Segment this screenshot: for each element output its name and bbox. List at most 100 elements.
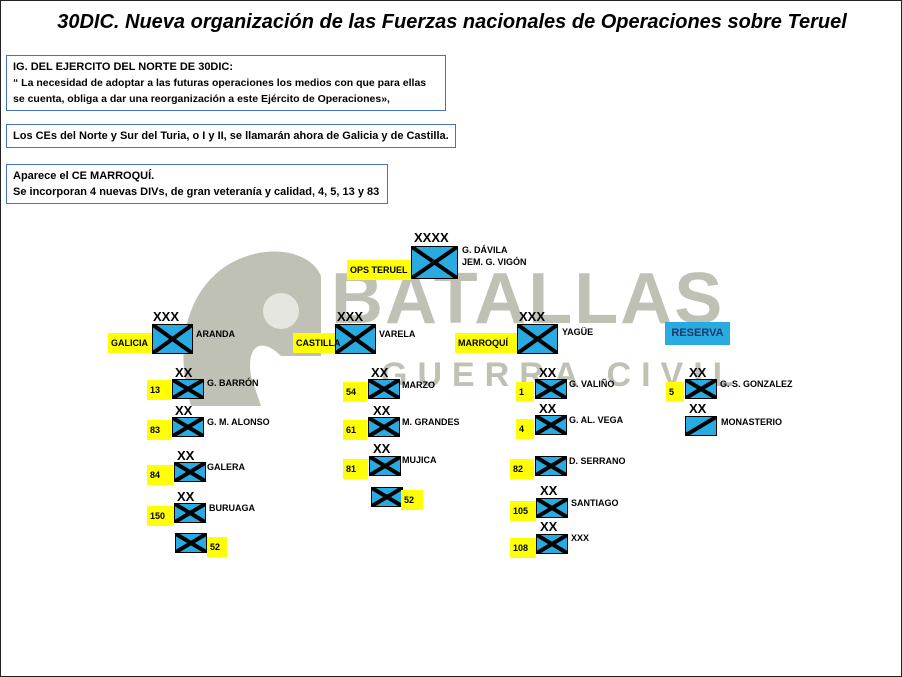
division-number: 52 [401, 490, 423, 510]
echelon-division-marker: XX [373, 403, 391, 418]
echelon-corps-marker: XXX [153, 309, 180, 324]
echelon-division-marker: XX [539, 365, 557, 380]
infantry-cross-icon [336, 325, 375, 353]
infantry-cross-icon [370, 457, 400, 475]
infantry-cross-icon [686, 380, 716, 398]
division-unit-symbol [371, 487, 403, 507]
infantry-cross-icon [175, 504, 205, 522]
textbox-line: Aparece el CE MARROQUÍ. [13, 170, 155, 182]
division-number: 150 [147, 506, 174, 526]
infantry-cross-icon [372, 488, 402, 506]
division-commander: BURUAGA [209, 503, 255, 513]
corps-galicia-tag: GALICIA [108, 333, 152, 353]
infantry-cross-icon [173, 380, 203, 398]
division-unit-symbol [368, 379, 400, 399]
division-number: 82 [510, 459, 534, 479]
echelon-division-marker: XX [689, 365, 707, 380]
textbox-line: “ La necesidad de adoptar a las futuras … [13, 77, 427, 89]
infantry-cross-icon [173, 418, 203, 436]
division-commander: MUJICA [402, 455, 437, 465]
division-commander: M. GRANDES [402, 417, 460, 427]
infantry-cross-icon [536, 416, 566, 434]
division-unit-symbol [536, 534, 568, 554]
division-commander: G. VALIÑO [569, 379, 615, 389]
division-unit-symbol [172, 379, 204, 399]
infantry-cross-icon [536, 457, 566, 475]
infantry-cross-icon [369, 418, 399, 436]
corps-castilla-unit-symbol [335, 324, 376, 354]
division-unit-symbol [174, 462, 206, 482]
division-commander: GALERA [207, 462, 245, 472]
textbox-ces-renamed: Los CEs del Norte y Sur del Turia, o I y… [6, 124, 456, 148]
page-title: 30DIC. Nueva organización de las Fuerzas… [57, 11, 847, 33]
division-number: 83 [147, 420, 171, 440]
infantry-cross-icon [412, 247, 457, 278]
echelon-division-marker: XX [177, 448, 195, 463]
echelon-division-marker: XX [371, 365, 389, 380]
division-unit-symbol-monasterio [685, 416, 717, 436]
textbox-line: Los CEs del Norte y Sur del Turia, o I y… [13, 130, 449, 142]
division-number: 54 [343, 382, 367, 402]
cavalry-slash-icon [686, 417, 716, 435]
textbox-line: Se incorporan 4 nuevas DIVs, de gran vet… [13, 186, 380, 198]
echelon-division-marker: XX [540, 483, 558, 498]
division-commander: G. M. ALONSO [207, 417, 270, 427]
division-unit-symbol [174, 503, 206, 523]
textbox-line: se cuenta, obliga a dar una reorganizaci… [13, 93, 390, 105]
infantry-cross-icon [176, 534, 206, 552]
infantry-cross-icon [537, 535, 567, 553]
division-unit-symbol [172, 417, 204, 437]
division-number: 13 [147, 380, 171, 400]
division-unit-symbol [535, 415, 567, 435]
infantry-cross-icon [518, 325, 557, 353]
division-commander: G. S. GONZALEZ [720, 379, 793, 389]
division-unit-symbol [536, 498, 568, 518]
textbox-line: IG. DEL EJERCITO DEL NORTE DE 30DIC: [13, 61, 234, 73]
echelon-division-marker: XX [373, 441, 391, 456]
division-unit-symbol [535, 456, 567, 476]
division-number: 61 [343, 420, 367, 440]
division-number: 105 [510, 501, 536, 521]
division-unit-symbol [175, 533, 207, 553]
echelon-army-marker: XXXX [414, 230, 449, 245]
echelon-division-marker: XX [175, 365, 193, 380]
division-number: 108 [510, 538, 536, 558]
division-number: 4 [516, 419, 534, 439]
echelon-corps-marker: XXX [519, 309, 546, 324]
division-commander: XXX [571, 533, 590, 543]
division-unit-symbol [685, 379, 717, 399]
division-unit-symbol [368, 417, 400, 437]
corps-castilla-tag: CASTILLA [293, 333, 341, 353]
division-number: 5 [666, 382, 684, 402]
textbox-ce-marroqui: Aparece el CE MARROQUÍ. Se incorporan 4 … [6, 164, 388, 204]
army-commander: G. DÁVILA [462, 245, 508, 255]
division-commander: G. AL. VEGA [569, 415, 624, 425]
corps-marroqui-unit-symbol [517, 324, 558, 354]
division-number: 1 [516, 382, 534, 402]
division-number: 52 [207, 537, 227, 557]
division-unit-symbol [369, 456, 401, 476]
echelon-division-marker: XX [177, 489, 195, 504]
corps-castilla-commander: VARELA [379, 329, 416, 339]
echelon-corps-marker: XXX [337, 309, 364, 324]
infantry-cross-icon [153, 325, 192, 353]
infantry-cross-icon [536, 380, 566, 398]
infantry-cross-icon [175, 463, 205, 481]
army-chief-of-staff: JEM. G. VIGÓN [462, 257, 527, 267]
echelon-division-marker: XX [540, 519, 558, 534]
corps-galicia-unit-symbol [152, 324, 193, 354]
division-commander: D. SERRANO [569, 456, 626, 466]
corps-galicia-commander: ARANDA [196, 329, 235, 339]
division-number: 81 [343, 459, 368, 479]
infantry-cross-icon [537, 499, 567, 517]
infantry-cross-icon [369, 380, 399, 398]
division-number: 84 [147, 465, 173, 485]
division-commander: MONASTERIO [721, 417, 783, 427]
army-tag: OPS TERUEL [347, 260, 411, 280]
division-commander: SANTIAGO [571, 498, 619, 508]
army-unit-symbol [411, 246, 458, 279]
reserva-header: RESERVA [665, 322, 730, 345]
corps-marroqui-tag: MARROQUÍ [455, 333, 517, 353]
echelon-division-marker: XX [689, 401, 707, 416]
